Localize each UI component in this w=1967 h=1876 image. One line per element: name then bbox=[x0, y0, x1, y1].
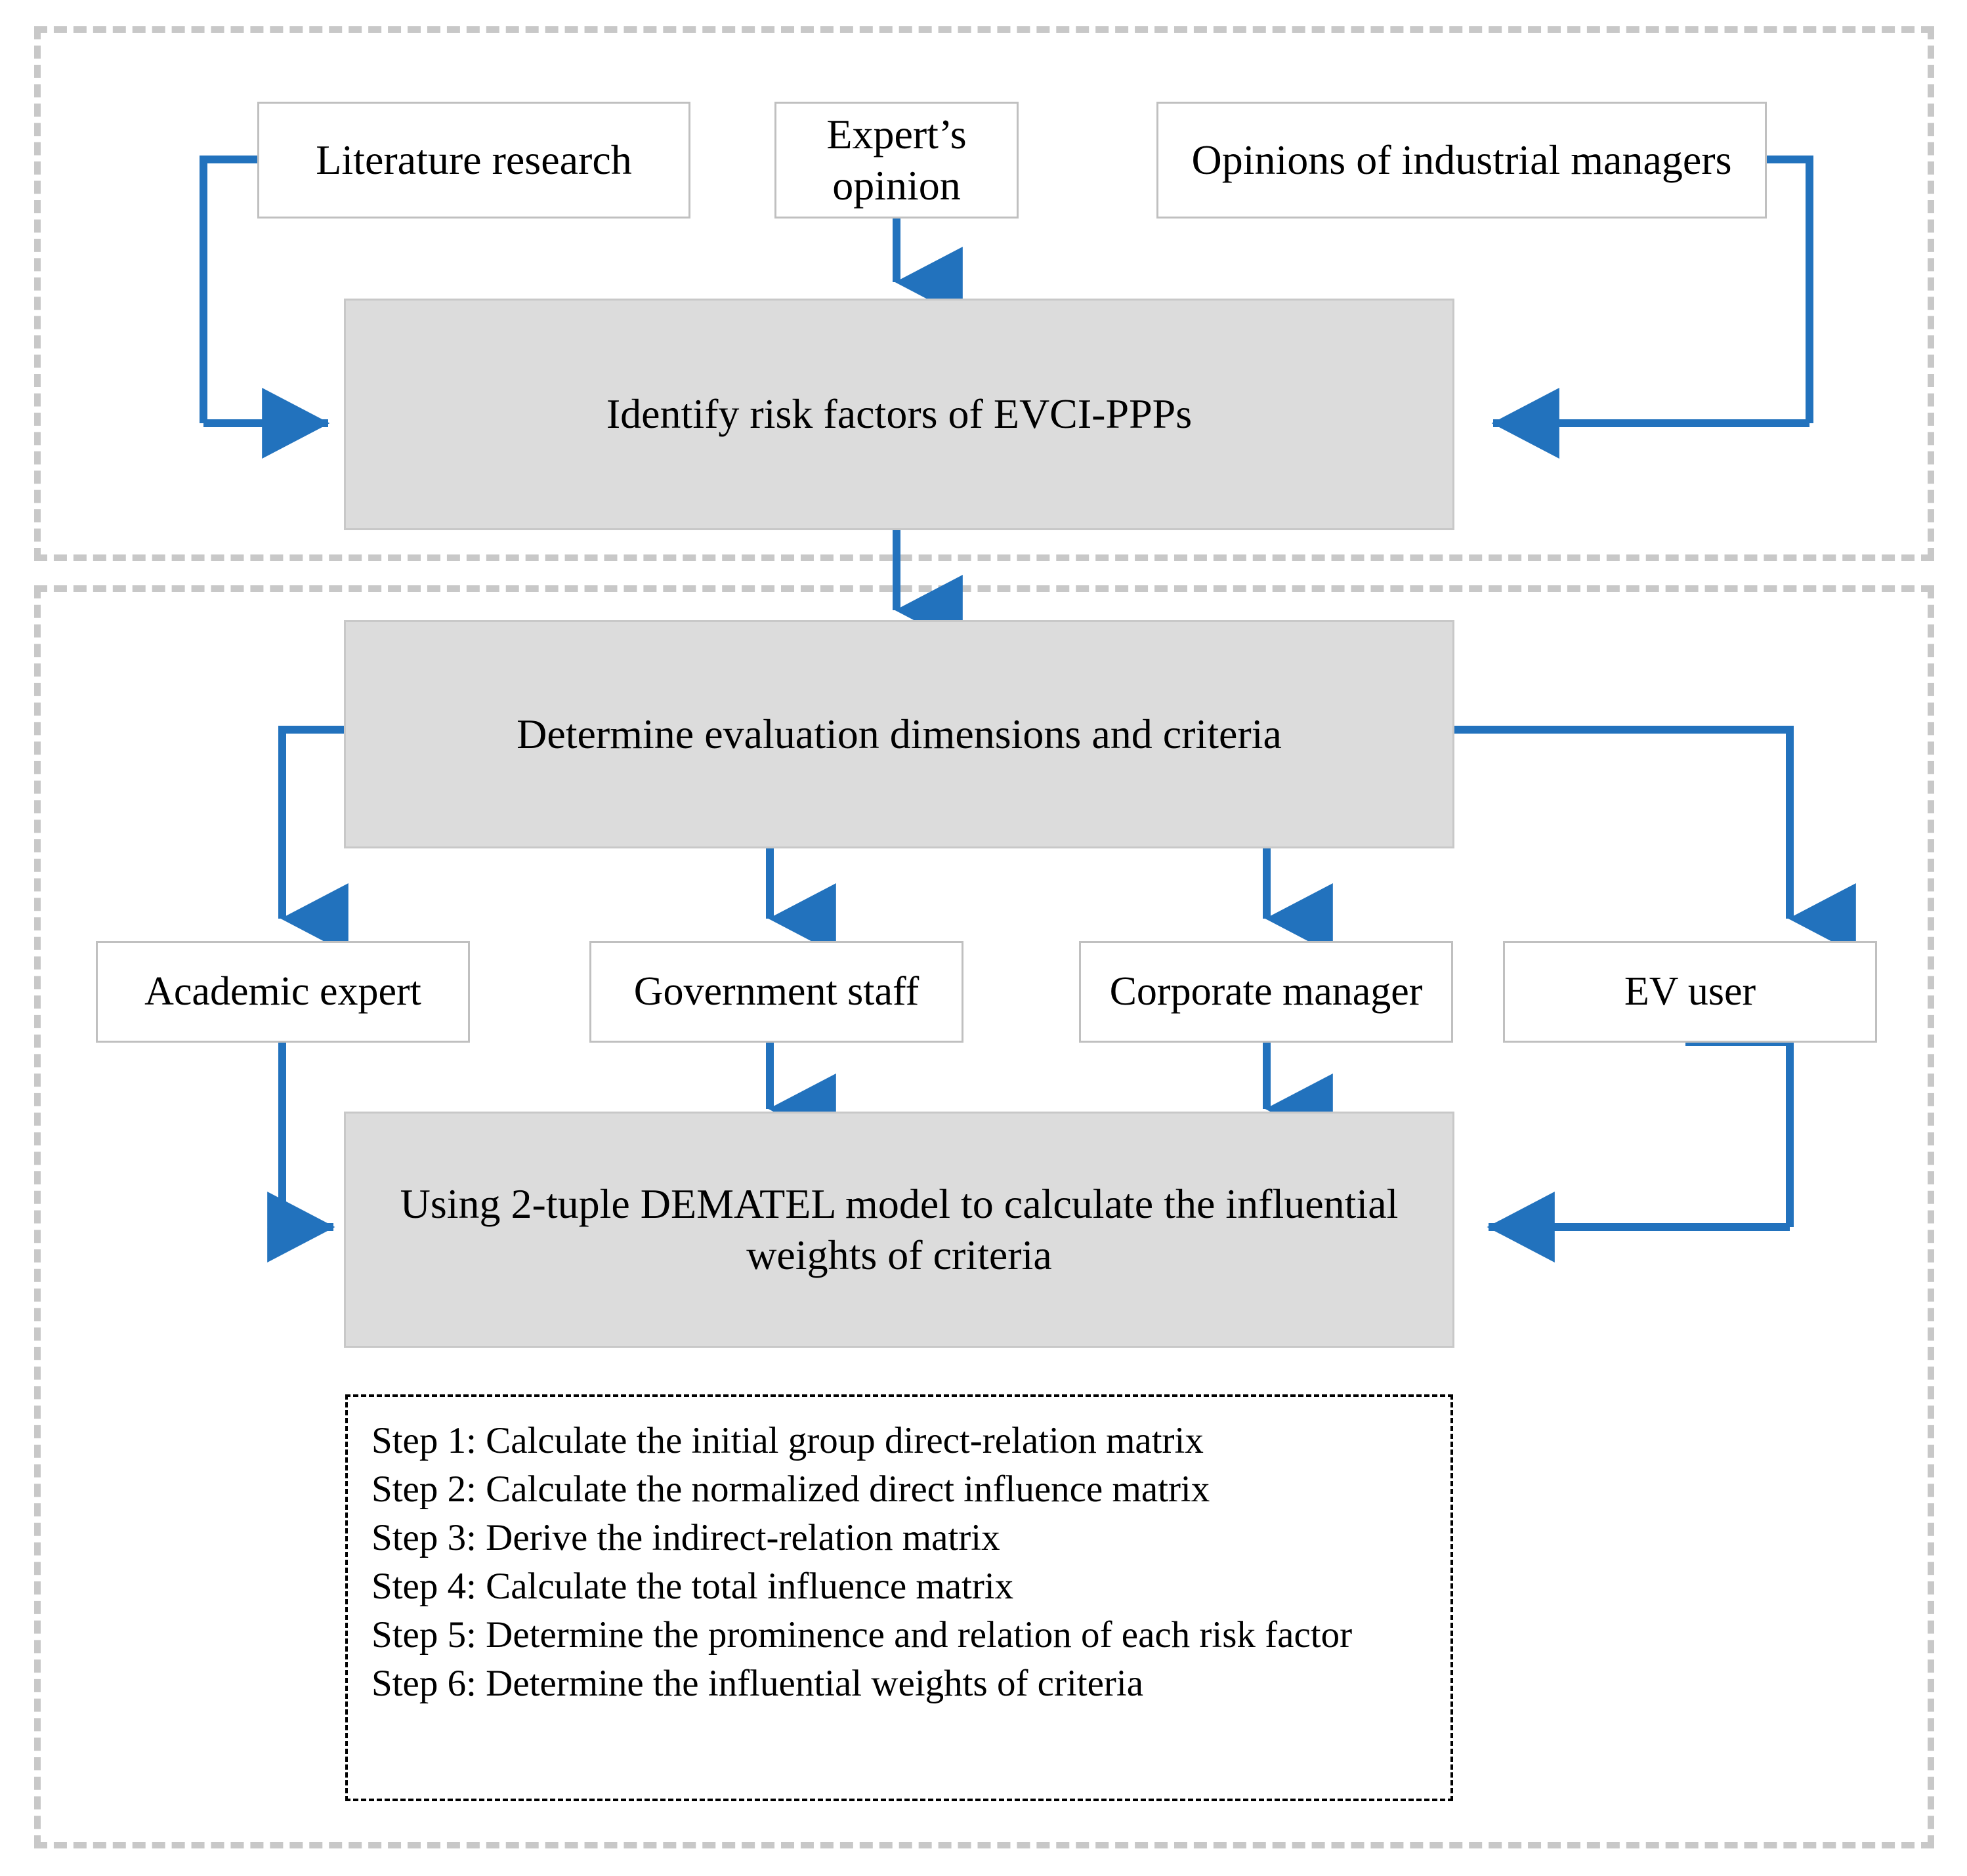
node-determine-dimensions-label: Determine evaluation dimensions and crit… bbox=[517, 710, 1282, 757]
step-item-6: Step 6: Determine the influential weight… bbox=[371, 1663, 1144, 1705]
node-literature-research-label: Literature research bbox=[316, 136, 632, 183]
node-expert-opinion-label: Expert’s opinion bbox=[826, 110, 967, 209]
node-expert-opinion[interactable]: Expert’s opinion bbox=[774, 102, 1019, 219]
node-dematel-model-label: Using 2-tuple DEMATEL model to calculate… bbox=[400, 1180, 1399, 1278]
step-item-3: Step 3: Derive the indirect-relation mat… bbox=[371, 1517, 1000, 1559]
evaluation-panel bbox=[34, 585, 1934, 1848]
node-corporate-manager-label: Corporate manager bbox=[1109, 969, 1423, 1014]
node-ev-user-label: EV user bbox=[1624, 969, 1756, 1014]
node-corporate-manager[interactable]: Corporate manager bbox=[1079, 941, 1453, 1043]
node-government-staff-label: Government staff bbox=[633, 969, 920, 1014]
step-item-4: Step 4: Calculate the total influence ma… bbox=[371, 1566, 1014, 1608]
node-academic-expert[interactable]: Academic expert bbox=[96, 941, 470, 1043]
node-ev-user[interactable]: EV user bbox=[1503, 941, 1877, 1043]
node-government-staff[interactable]: Government staff bbox=[589, 941, 963, 1043]
node-literature-research[interactable]: Literature research bbox=[257, 102, 690, 219]
step-item-1: Step 1: Calculate the initial group dire… bbox=[371, 1420, 1204, 1461]
node-dematel-model[interactable]: Using 2-tuple DEMATEL model to calculate… bbox=[344, 1112, 1454, 1348]
step-item-2: Step 2: Calculate the normalized direct … bbox=[371, 1469, 1210, 1511]
node-industrial-managers-label: Opinions of industrial managers bbox=[1191, 136, 1732, 183]
steps-box: Step 1: Calculate the initial group dire… bbox=[345, 1394, 1453, 1801]
step-item-5: Step 5: Determine the prominence and rel… bbox=[371, 1614, 1353, 1656]
node-determine-dimensions[interactable]: Determine evaluation dimensions and crit… bbox=[344, 620, 1454, 848]
node-industrial-managers[interactable]: Opinions of industrial managers bbox=[1156, 102, 1767, 219]
risk-identification-panel bbox=[34, 26, 1934, 561]
node-academic-expert-label: Academic expert bbox=[144, 969, 421, 1014]
node-identify-risk-factors[interactable]: Identify risk factors of EVCI-PPPs bbox=[344, 299, 1454, 530]
node-identify-risk-factors-label: Identify risk factors of EVCI-PPPs bbox=[606, 390, 1193, 438]
